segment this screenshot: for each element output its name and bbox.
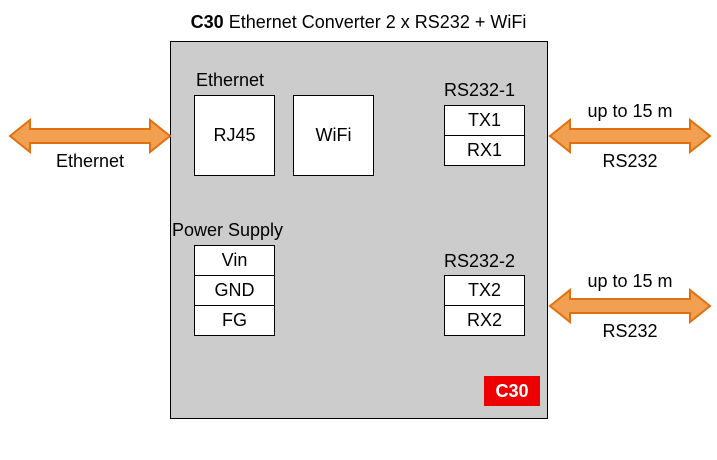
terminal-tx2: TX2: [444, 275, 525, 306]
terminal-fg: FG: [194, 305, 275, 336]
terminal-vin: Vin: [194, 245, 275, 276]
terminal-rx1: RX1: [444, 135, 525, 166]
diagram-title: C30 Ethernet Converter 2 x RS232 + WiFi: [0, 12, 717, 33]
power-supply-terminals: Vin GND FG: [194, 245, 275, 336]
wifi-module: WiFi: [293, 95, 374, 176]
rs232-1-label: RS232-1: [444, 80, 516, 100]
rs232-2-terminals: TX2 RX2: [444, 275, 525, 336]
rs232-1-distance-label: up to 15 m: [587, 101, 673, 121]
power-supply-label: Power Supply: [172, 220, 284, 240]
rs232-2-distance-label: up to 15 m: [587, 271, 673, 291]
terminal-gnd: GND: [194, 275, 275, 306]
ethernet-link-label: Ethernet: [55, 151, 125, 171]
rs232-2-link-label: RS232: [602, 321, 658, 341]
rs232-2-double-arrow-icon: [548, 287, 712, 325]
rj45-port: RJ45: [194, 95, 275, 176]
terminal-rx2: RX2: [444, 305, 525, 336]
ethernet-section-label: Ethernet: [196, 70, 265, 90]
c30-badge: C30: [484, 376, 540, 406]
rs232-1-double-arrow-icon: [548, 117, 712, 155]
title-description: Ethernet Converter 2 x RS232 + WiFi: [223, 12, 527, 32]
terminal-tx1: TX1: [444, 105, 525, 136]
title-model: C30: [190, 12, 224, 32]
ethernet-double-arrow-icon: [8, 117, 172, 155]
rs232-2-label: RS232-2: [444, 251, 516, 271]
rs232-1-terminals: TX1 RX1: [444, 105, 525, 166]
rs232-1-link-label: RS232: [602, 151, 658, 171]
